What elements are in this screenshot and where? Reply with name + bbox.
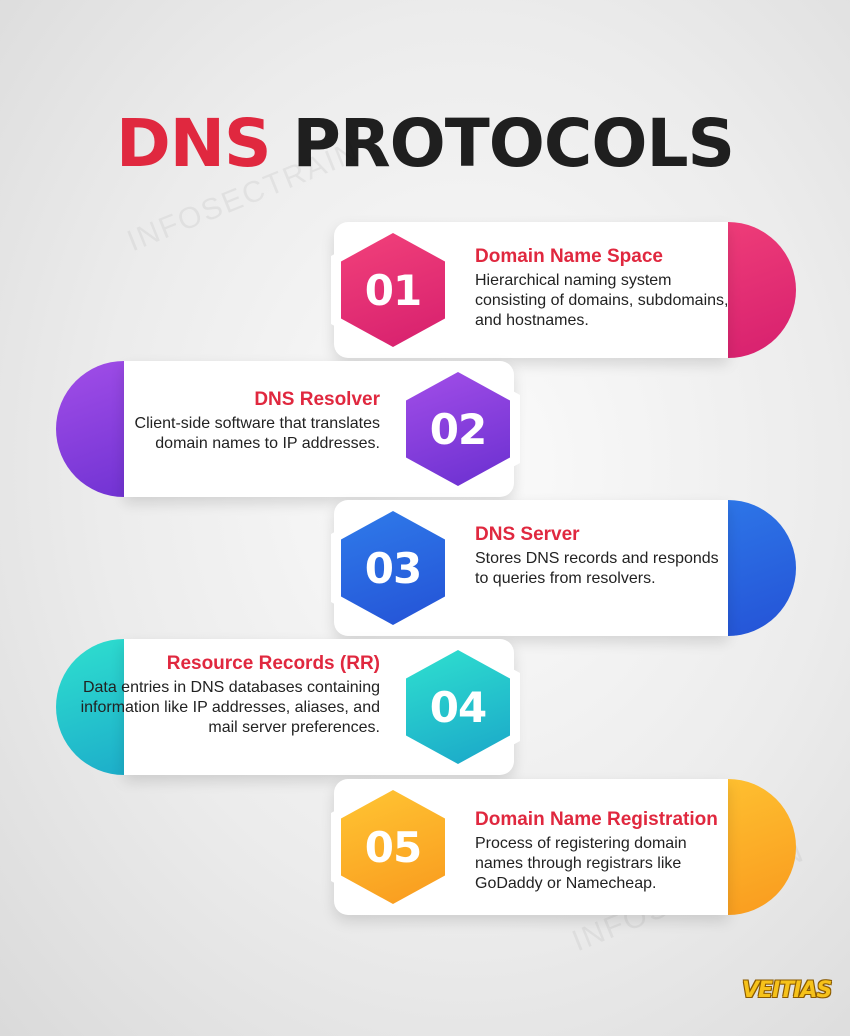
hexagon-badge-4: 04 <box>396 639 520 775</box>
description-1: Hierarchical naming system consisting of… <box>475 272 729 329</box>
brand-logo: VEITIAS <box>742 978 832 1003</box>
number-2: 02 <box>429 404 487 454</box>
protocol-item-4: 04 Resource Records (RR) Data entries in… <box>0 639 850 779</box>
heading-4: Resource Records (RR) <box>166 653 380 674</box>
protocol-item-1: 01 Domain Name Space Hierarchical naming… <box>0 222 850 362</box>
description-5: Process of registering domain names thro… <box>475 835 687 892</box>
protocol-item-2: 02 DNS Resolver Client-side software tha… <box>0 361 850 501</box>
heading-2: DNS Resolver <box>254 389 380 410</box>
heading-5: Domain Name Registration <box>475 809 718 830</box>
description-4: Data entries in DNS databases containing… <box>80 679 380 736</box>
heading-1: Domain Name Space <box>475 246 663 267</box>
text-block-3: DNS Server Stores DNS records and respon… <box>475 524 735 589</box>
infographic-title: DNS PROTOCOLS <box>0 104 850 184</box>
description-2: Client-side software that translates dom… <box>134 415 380 452</box>
number-5: 05 <box>364 822 422 872</box>
protocol-item-3: 03 DNS Server Stores DNS records and res… <box>0 500 850 640</box>
text-block-2: DNS Resolver Client-side software that t… <box>80 389 380 454</box>
hexagon-4: 04 <box>406 650 510 764</box>
protocol-item-5: 05 Domain Name Registration Process of r… <box>0 779 850 919</box>
text-block-5: Domain Name Registration Process of regi… <box>475 809 735 894</box>
hexagon-badge-5: 05 <box>331 779 455 915</box>
number-3: 03 <box>364 543 422 593</box>
heading-3: DNS Server <box>475 524 580 545</box>
title-dns: DNS <box>115 105 272 182</box>
hexagon-badge-3: 03 <box>331 500 455 636</box>
title-protocols: PROTOCOLS <box>292 105 735 182</box>
hexagon-1: 01 <box>341 233 445 347</box>
number-1: 01 <box>364 265 422 315</box>
hexagon-3: 03 <box>341 511 445 625</box>
hexagon-2: 02 <box>406 372 510 486</box>
text-block-4: Resource Records (RR) Data entries in DN… <box>80 653 380 738</box>
number-4: 04 <box>429 682 487 732</box>
description-3: Stores DNS records and responds to queri… <box>475 550 719 587</box>
text-block-1: Domain Name Space Hierarchical naming sy… <box>475 246 735 331</box>
hexagon-5: 05 <box>341 790 445 904</box>
